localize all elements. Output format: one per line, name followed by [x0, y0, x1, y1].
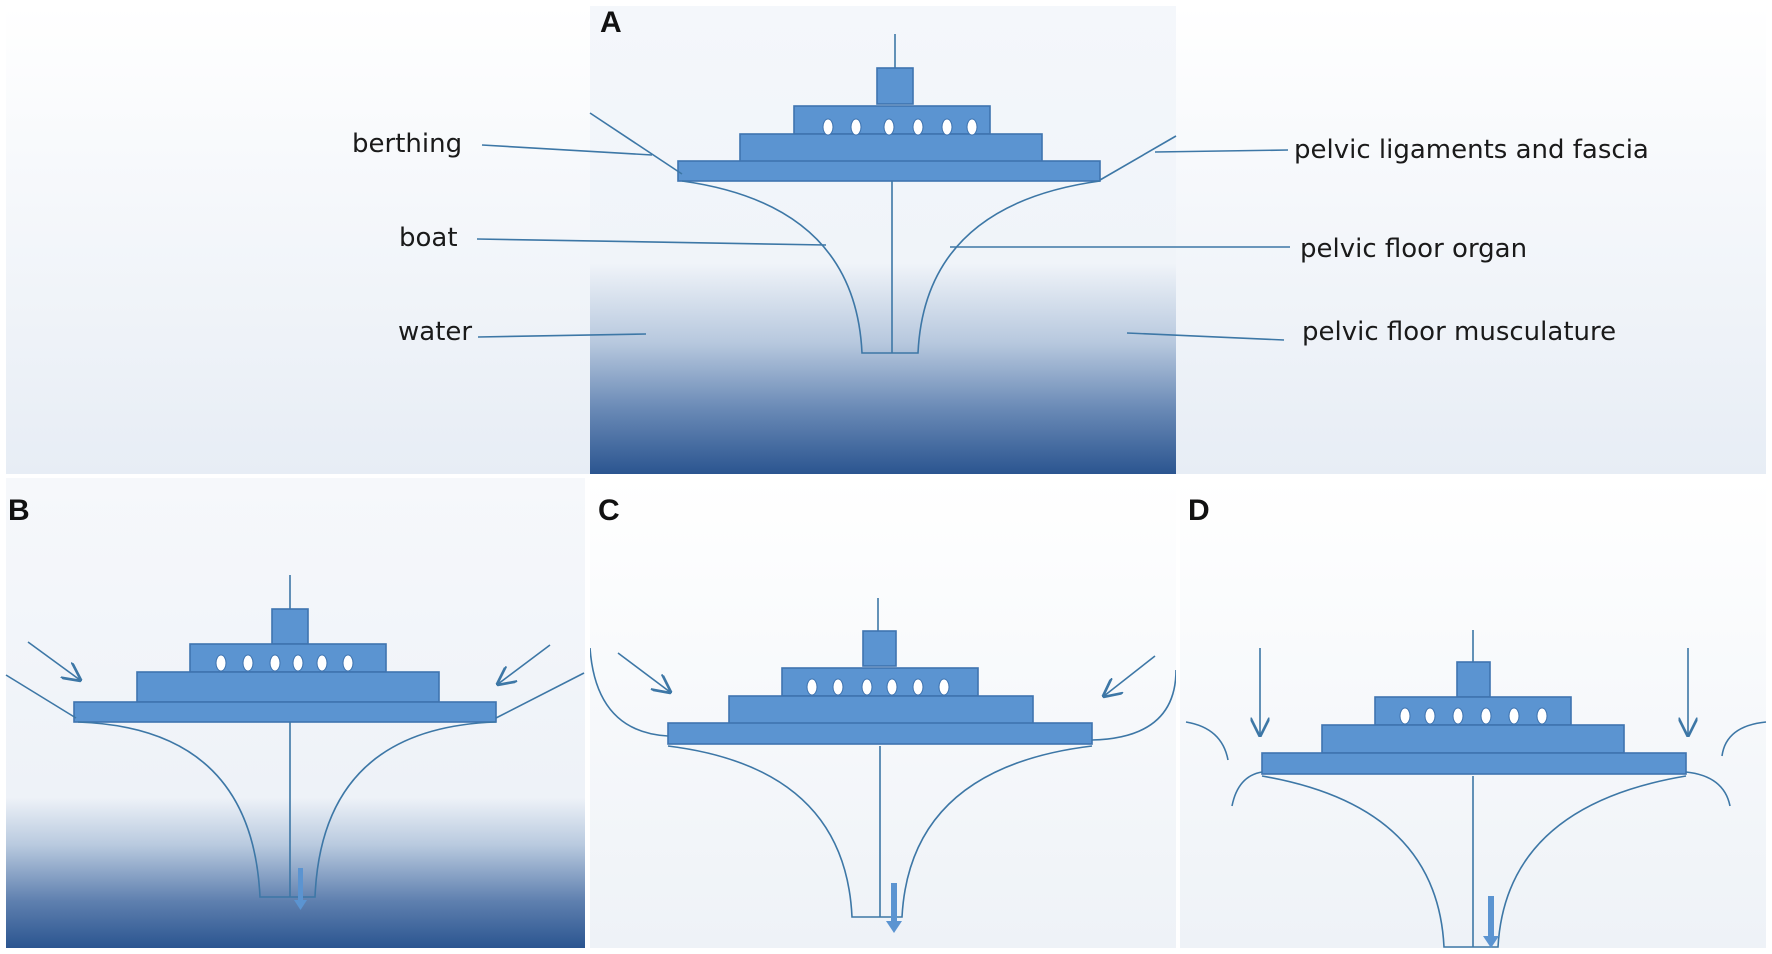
- boat-c-bridge: [862, 630, 897, 667]
- label-pelvic-floor-organ: pelvic floor organ: [1300, 234, 1527, 264]
- panel-c-letter: C: [598, 494, 620, 527]
- force-arrow-b-right: [498, 644, 551, 684]
- ligament-d-right-inner: [1685, 771, 1731, 807]
- ligament-d-left-inner: [1231, 771, 1263, 807]
- panel-b-letter: B: [8, 494, 30, 527]
- boat-b-bridge: [271, 608, 309, 645]
- boat-c-middle-deck: [728, 695, 1034, 725]
- berthing-rope-left: [589, 112, 683, 175]
- leader-boat: [476, 238, 827, 246]
- leader-water: [477, 333, 647, 338]
- boat-b-middle-deck: [136, 671, 440, 703]
- panel-c: C: [589, 478, 1177, 948]
- berthing-rope-b-right: [495, 672, 585, 719]
- boat-a-middle-deck: [739, 133, 1043, 163]
- boat-c-lower-deck: [667, 722, 1093, 745]
- panel-d-letter: D: [1188, 494, 1210, 527]
- label-boat: boat: [399, 223, 458, 253]
- descent-arrow-c-head: [886, 921, 902, 933]
- label-berthing: berthing: [352, 129, 462, 159]
- boat-d-hull: [1261, 775, 1687, 948]
- force-arrow-c-right: [1104, 655, 1156, 696]
- boat-b-lower-deck: [73, 701, 497, 723]
- label-pelvic-floor-musculature: pelvic floor musculature: [1302, 317, 1616, 347]
- boat-a-lower-deck: [677, 160, 1101, 182]
- label-water: water: [398, 317, 472, 347]
- boat-c-portholes: [806, 678, 950, 696]
- force-arrow-b-left: [27, 641, 80, 680]
- boat-d-bridge: [1456, 661, 1491, 698]
- descent-arrow-b-shaft: [298, 868, 303, 902]
- descent-arrow-c-shaft: [891, 883, 897, 923]
- boat-c-hull: [667, 745, 1093, 918]
- panel-a-background-right: [1176, 6, 1766, 474]
- panel-a: A berthing boat water pe: [6, 6, 1766, 474]
- boat-a-portholes: [822, 118, 978, 136]
- boat-a-hull: [681, 180, 1101, 354]
- boat-b-hull: [77, 721, 497, 898]
- panel-b: B: [5, 478, 585, 948]
- descent-arrow-d-head: [1483, 936, 1499, 948]
- label-pelvic-ligaments-and-fascia: pelvic ligaments and fascia: [1294, 135, 1649, 165]
- descent-arrow-b-head: [294, 900, 307, 910]
- boat-d-portholes: [1399, 707, 1548, 725]
- panel-a-letter: A: [600, 6, 622, 39]
- berthing-rope-right: [1099, 135, 1177, 181]
- boat-a-bridge: [876, 67, 914, 105]
- boat-d-lower-deck: [1261, 752, 1687, 775]
- leader-musculature: [1126, 332, 1285, 341]
- boat-d-middle-deck: [1321, 724, 1625, 754]
- ligament-c-left: [589, 647, 669, 737]
- berthing-rope-b-left: [5, 674, 77, 719]
- descent-arrow-d-shaft: [1488, 896, 1494, 938]
- leader-berthing: [481, 144, 653, 156]
- ligament-c-right: [1091, 669, 1177, 741]
- ligament-d-left-outer: [1185, 721, 1229, 761]
- force-arrow-c-left: [617, 652, 670, 692]
- ligament-d-right-outer: [1721, 721, 1767, 757]
- panel-separators: [0, 474, 1772, 954]
- panel-d: D: [1180, 478, 1767, 948]
- boat-b-portholes: [215, 654, 354, 672]
- leader-ligaments: [1154, 149, 1289, 153]
